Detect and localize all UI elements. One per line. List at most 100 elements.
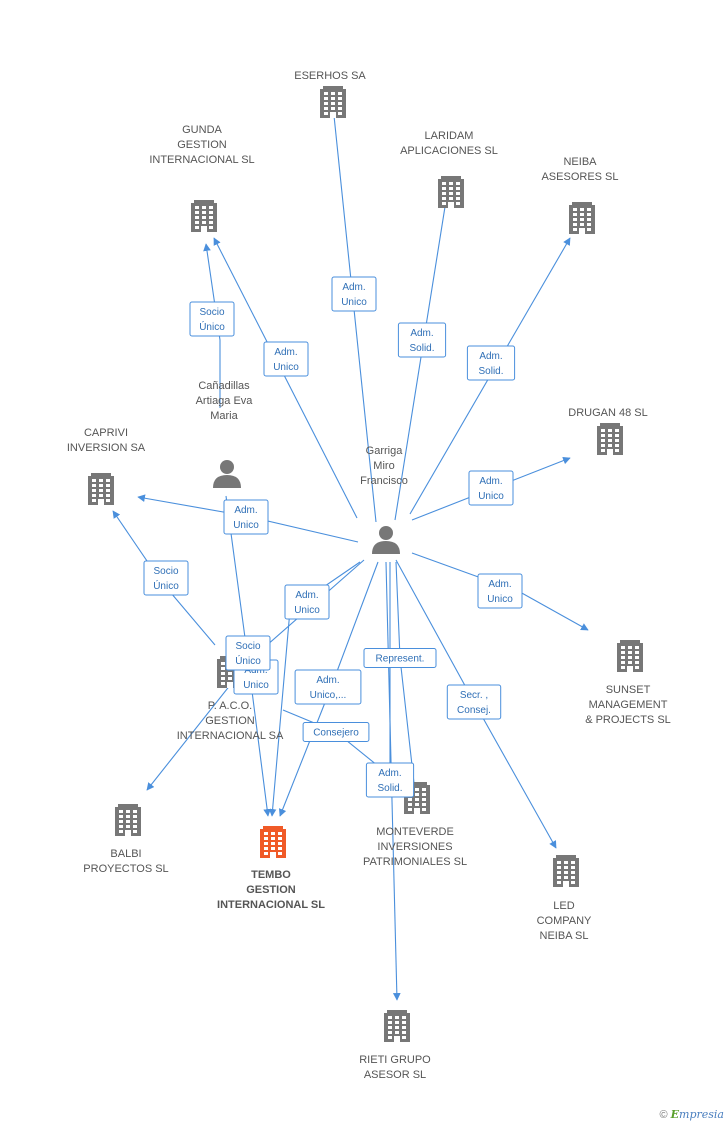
relation-label-garriga-drugan[interactable]: Adm. Unico (468, 470, 514, 506)
node-label-caprivi[interactable]: CAPRIVI (84, 427, 128, 439)
company-icon (191, 200, 217, 232)
company-icon (320, 86, 346, 118)
node-label-tembo[interactable]: GESTION (246, 884, 296, 896)
relation-label-text: Adm. (410, 328, 433, 339)
relation-edge-garriga-gunda (213, 237, 358, 519)
relation-label-text: Unico (273, 362, 299, 373)
node-label-gunda[interactable]: GUNDA (182, 124, 222, 136)
relation-label-text: Socio (153, 566, 178, 577)
relation-label-garriga-monteverde[interactable]: Represent. (363, 648, 437, 668)
relation-label-text: Solid. (478, 366, 503, 377)
relation-label-text: Unico (233, 520, 259, 531)
relation-label-text: Secr. , (460, 690, 488, 701)
node-label-garriga[interactable]: Miro (373, 460, 394, 472)
node-label-caprivi[interactable]: INVERSION SA (67, 442, 146, 454)
company-icon (88, 473, 114, 505)
copyright-symbol: © (659, 1109, 668, 1121)
node-label-laridam[interactable]: APLICACIONES SL (400, 145, 498, 157)
company-icon (384, 1010, 410, 1042)
company-icon (115, 804, 141, 836)
focus-company-icon (260, 826, 286, 858)
company-icon (438, 176, 464, 208)
node-label-led[interactable]: COMPANY (537, 915, 592, 927)
node-label-eserhos[interactable]: ESERHOS SA (294, 70, 366, 82)
node-label-drugan[interactable]: DRUGAN 48 SL (568, 407, 647, 419)
relation-label-text: Adm. (488, 579, 511, 590)
relation-label-text: Adm. (295, 590, 318, 601)
relation-label-text: Adm. (234, 505, 257, 516)
relation-label-text: Solid. (409, 343, 434, 354)
relation-label-garriga-tembo[interactable]: Adm. Unico (284, 584, 330, 620)
relation-edge-garriga-monteverde (395, 561, 419, 793)
relation-label-paco-monteverde[interactable]: Consejero (302, 722, 370, 742)
node-label-led[interactable]: LED (553, 900, 574, 912)
person-icon (372, 526, 400, 554)
node-label-paco[interactable]: GESTION (205, 715, 255, 727)
node-label-led[interactable]: NEIBA SL (540, 930, 589, 942)
relation-label-garriga-monteverde[interactable]: Adm. Solid. (365, 762, 415, 798)
node-label-canadillas[interactable]: Artiaga Eva (196, 395, 254, 407)
relation-label-garriga-gunda[interactable]: Adm.Unico (263, 341, 309, 377)
relation-label-text: Consej. (457, 705, 491, 716)
node-label-sunset[interactable]: MANAGEMENT (589, 699, 668, 711)
company-icon (617, 640, 643, 672)
relation-label-text: Adm. (479, 351, 502, 362)
relation-label-text: Unico (294, 605, 320, 616)
brand-name: mpresia (679, 1108, 724, 1121)
node-label-monteverde[interactable]: PATRIMONIALES SL (363, 856, 467, 868)
node-label-garriga[interactable]: Garriga (366, 445, 404, 457)
node-label-tembo[interactable]: TEMBO (251, 869, 291, 881)
node-label-paco[interactable]: INTERNACIONAL SA (177, 730, 284, 742)
relation-label-text: Unico (487, 594, 513, 605)
person-icon (213, 460, 241, 488)
relation-label-text: Adm. (479, 476, 502, 487)
relation-label-text: Unico (478, 491, 504, 502)
node-label-balbi[interactable]: PROYECTOS SL (83, 863, 168, 875)
relation-label-text: Consejero (313, 728, 359, 739)
relation-label-text: Adm. (342, 282, 365, 293)
node-label-monteverde[interactable]: INVERSIONES (377, 841, 452, 853)
relation-label-garriga-sunset[interactable]: Adm. Unico (477, 573, 523, 609)
node-label-tembo[interactable]: INTERNACIONAL SL (217, 899, 325, 911)
relation-label-garriga-laridam[interactable]: Adm. Solid. (397, 322, 447, 358)
node-label-sunset[interactable]: SUNSET (606, 684, 651, 696)
relation-label-text: Solid. (377, 783, 402, 794)
brand-initial: E (670, 1108, 680, 1121)
node-label-paco[interactable]: P. A.C.O. (208, 700, 252, 712)
relation-label-text: Único (235, 654, 261, 667)
node-label-laridam[interactable]: LARIDAM (425, 130, 474, 142)
company-icon (553, 855, 579, 887)
node-label-neiba[interactable]: NEIBA (563, 156, 597, 168)
relation-label-text: Unico (341, 297, 367, 308)
node-label-rieti[interactable]: RIETI GRUPO (359, 1054, 431, 1066)
relation-label-garriga-led[interactable]: Secr. , Consej. (446, 684, 502, 720)
relation-label-text: Socio (235, 641, 260, 652)
node-label-canadillas[interactable]: Cañadillas (198, 380, 250, 392)
relation-label-garriga-caprivi[interactable]: Adm. Unico (223, 499, 269, 535)
relation-label-text: Único (199, 320, 225, 333)
node-label-rieti[interactable]: ASESOR SL (364, 1069, 426, 1081)
node-label-garriga[interactable]: Francisco (360, 475, 408, 487)
node-label-neiba[interactable]: ASESORES SL (541, 171, 618, 183)
relation-edge-canadillas-gunda (203, 243, 221, 408)
node-label-balbi[interactable]: BALBI (110, 848, 141, 860)
node-label-sunset[interactable]: & PROJECTS SL (585, 714, 671, 726)
relation-label-text: Adm. (378, 768, 401, 779)
relation-label-garriga-neiba[interactable]: Adm. Solid. (466, 345, 516, 381)
relation-label-text: Unico,... (310, 690, 347, 701)
relation-edge-garriga-eserhos (329, 105, 377, 523)
company-icon (569, 202, 595, 234)
relation-label-text: Único (153, 579, 179, 592)
node-label-monteverde[interactable]: MONTEVERDE (376, 826, 454, 838)
relation-label-garriga-tembo[interactable]: Adm. Unico,... (294, 669, 362, 705)
node-label-gunda[interactable]: GESTION (177, 139, 227, 151)
relation-label-garriga-eserhos[interactable]: Adm. Unico (331, 276, 377, 312)
node-label-canadillas[interactable]: Maria (210, 410, 238, 422)
node-label-gunda[interactable]: INTERNACIONAL SL (149, 154, 254, 166)
relation-label-text: Adm. (316, 675, 339, 686)
relation-label-text: Represent. (376, 654, 425, 665)
